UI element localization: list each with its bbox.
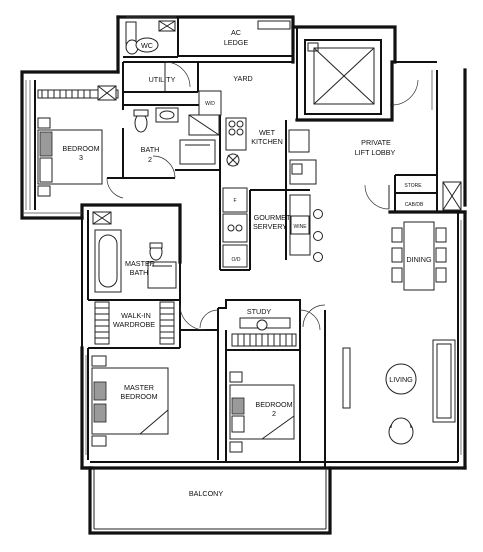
gourmet-servery: F GOURMET SERVERY WINE O/D (222, 187, 323, 268)
master-bath-label-1: MASTER (125, 259, 155, 268)
ac-ledge-area: AC LEDGE WC (125, 20, 291, 55)
ac-ledge-label-1: AC (231, 28, 241, 37)
dining: DINING (391, 221, 447, 291)
walk-in-wardrobe: WALK-IN WARDROBE (94, 301, 206, 345)
ac-ledge-label-2: LEDGE (224, 38, 249, 47)
master-bath: MASTER BATH (92, 211, 177, 293)
bath-2: BATH 2 (133, 107, 216, 179)
bedroom-2-label-1: BEDROOM (255, 400, 292, 409)
walls (20, 15, 467, 535)
wet-kitchen: WET KITCHEN (225, 117, 317, 185)
od-label: O/D (232, 257, 241, 263)
utility-label: UTILITY (149, 75, 176, 84)
bath-2-label-1: BATH (141, 145, 160, 154)
wet-kitchen-label-1: WET (259, 128, 276, 137)
living: LIVING (302, 304, 456, 445)
fridge-label: F (233, 198, 236, 204)
cab-db-label: CAB/DB (405, 202, 424, 208)
living-label: LIVING (389, 375, 413, 384)
bedroom-3-label-2: 3 (79, 153, 83, 162)
study: STUDY (199, 307, 321, 347)
bedroom-2: BEDROOM 2 (229, 371, 295, 453)
wet-kitchen-label-2: KITCHEN (251, 137, 283, 146)
master-bedroom-label-1: MASTER (124, 383, 154, 392)
wd-label: W/D (205, 101, 215, 107)
gourmet-servery-label-1: GOURMET (254, 213, 291, 222)
walk-in-wardrobe-label-1: WALK-IN (121, 311, 151, 320)
utility-yard: UTILITY YARD W/D (149, 61, 253, 136)
study-label: STUDY (247, 307, 272, 316)
lift-lobby-label-1: PRIVATE (361, 138, 391, 147)
walk-in-wardrobe-label-2: WARDROBE (113, 320, 155, 329)
yard-label: YARD (233, 74, 252, 83)
bedroom-3: BEDROOM 3 (37, 85, 124, 199)
bedroom-2-label-2: 2 (272, 409, 276, 418)
master-bath-label-2: BATH (130, 268, 149, 277)
balcony-label: BALCONY (189, 489, 224, 498)
store-label: STORE (404, 183, 422, 189)
store-cab: STORE CAB/DB (404, 181, 462, 211)
lift-lobby-label-2: LIFT LOBBY (355, 148, 396, 157)
wine-label: WINE (293, 224, 307, 230)
dining-label: DINING (406, 255, 432, 264)
wc-label: WC (141, 41, 153, 50)
lift-lobby: PRIVATE LIFT LOBBY (304, 39, 419, 210)
master-bedroom-label-2: BEDROOM (120, 392, 157, 401)
master-bedroom: MASTER BEDROOM (91, 355, 169, 447)
gourmet-servery-label-2: SERVERY (253, 222, 287, 231)
bedroom-3-label-1: BEDROOM (62, 144, 99, 153)
bath-2-label-2: 2 (148, 155, 152, 164)
windows (22, 16, 462, 455)
balcony: BALCONY (189, 489, 224, 498)
